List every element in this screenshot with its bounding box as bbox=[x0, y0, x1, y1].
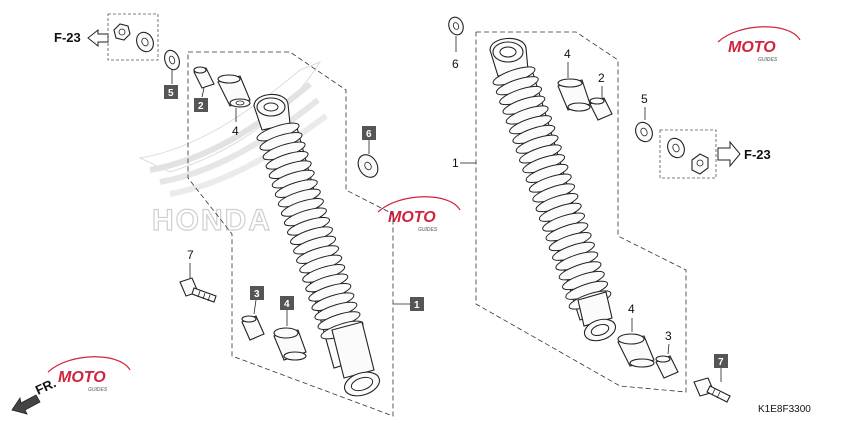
svg-text:MOTO: MOTO bbox=[728, 39, 776, 56]
svg-text:F-23: F-23 bbox=[54, 30, 81, 45]
svg-text:1: 1 bbox=[452, 156, 459, 170]
svg-text:4: 4 bbox=[564, 47, 571, 61]
left-part-2[interactable]: 2 bbox=[193, 66, 215, 112]
left-shock-absorber[interactable] bbox=[253, 93, 383, 400]
left-part-4-lower[interactable]: 4 bbox=[273, 296, 307, 361]
svg-text:MOTO: MOTO bbox=[388, 209, 436, 226]
svg-text:2: 2 bbox=[198, 101, 204, 112]
svg-text:5: 5 bbox=[641, 92, 648, 106]
svg-text:4: 4 bbox=[628, 302, 635, 316]
catalog-code: K1E8F3300 bbox=[758, 404, 811, 415]
svg-text:GUIDES: GUIDES bbox=[418, 227, 438, 233]
left-part-3[interactable]: 3 bbox=[241, 286, 265, 341]
left-part-6[interactable]: 6 bbox=[354, 126, 382, 181]
honda-wing-watermark: HONDA bbox=[138, 60, 328, 238]
svg-text:7: 7 bbox=[187, 248, 194, 262]
right-shock-absorber[interactable] bbox=[489, 37, 618, 344]
svg-text:F-23: F-23 bbox=[744, 147, 771, 162]
svg-text:3: 3 bbox=[665, 329, 672, 343]
moto-watermark-top-right: MOTO GUIDES bbox=[717, 26, 801, 63]
svg-text:GUIDES: GUIDES bbox=[758, 57, 778, 63]
right-spring-coils bbox=[492, 66, 612, 310]
washer-icon bbox=[136, 31, 154, 53]
left-part-7[interactable]: 7 bbox=[179, 248, 217, 303]
right-part-3[interactable]: 3 bbox=[655, 329, 679, 379]
svg-text:GUIDES: GUIDES bbox=[88, 387, 108, 393]
svg-text:4: 4 bbox=[284, 299, 290, 310]
ref-f23-right[interactable]: F-23 bbox=[659, 129, 771, 179]
right-part-6[interactable]: 6 bbox=[446, 15, 465, 71]
right-part-4-lower[interactable]: 4 bbox=[617, 302, 655, 368]
moto-watermark-bottom-left: MOTO GUIDES bbox=[47, 356, 131, 393]
nut-icon bbox=[113, 23, 131, 41]
svg-text:2: 2 bbox=[598, 71, 605, 85]
svg-text:4: 4 bbox=[232, 124, 239, 138]
washer-icon bbox=[667, 137, 685, 159]
svg-text:5: 5 bbox=[168, 88, 174, 99]
front-direction-arrow-icon: FR. bbox=[11, 375, 58, 415]
left-part-1-callout[interactable]: 1 bbox=[393, 297, 424, 311]
ref-f23-left[interactable]: F-23 bbox=[54, 13, 159, 61]
right-assembly-frame bbox=[475, 31, 687, 393]
svg-text:MOTO: MOTO bbox=[58, 369, 106, 386]
right-part-7[interactable]: 7 bbox=[693, 354, 731, 403]
svg-text:6: 6 bbox=[452, 57, 459, 71]
svg-text:7: 7 bbox=[718, 357, 724, 368]
honda-logo-text: HONDA bbox=[152, 204, 272, 237]
svg-text:6: 6 bbox=[366, 129, 372, 140]
svg-text:3: 3 bbox=[254, 289, 260, 300]
left-part-5[interactable]: 5 bbox=[162, 48, 182, 99]
nut-icon bbox=[691, 153, 709, 175]
front-label: FR. bbox=[33, 375, 58, 397]
right-part-5[interactable]: 5 bbox=[633, 92, 656, 144]
right-part-1-callout[interactable]: 1 bbox=[452, 156, 476, 170]
left-part-4-upper[interactable]: 4 bbox=[217, 74, 251, 138]
moto-watermark-center: MOTO GUIDES bbox=[377, 196, 461, 233]
right-part-2[interactable]: 2 bbox=[589, 71, 613, 121]
svg-text:1: 1 bbox=[414, 300, 420, 311]
right-part-4-upper[interactable]: 4 bbox=[557, 47, 591, 112]
